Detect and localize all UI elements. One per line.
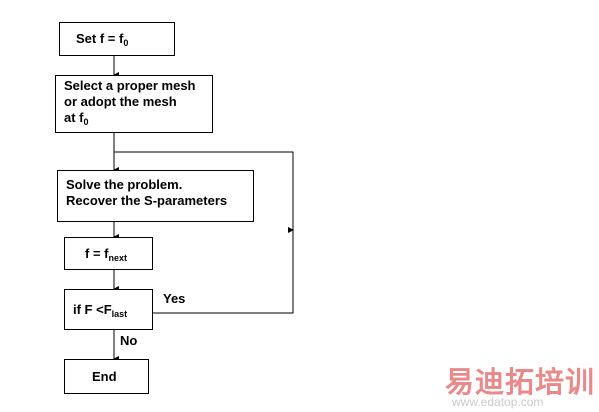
solve-line1: Solve the problem. (66, 177, 183, 192)
if-f-node: if F <Flast (64, 289, 153, 330)
set-f-text: Set f = f (76, 31, 124, 46)
select-mesh-line3-sub: 0 (83, 117, 89, 127)
watermark-chinese: 易迪拓培训 (445, 365, 596, 399)
select-mesh-line2: or adopt the mesh (64, 94, 177, 109)
end-node: End (64, 359, 149, 394)
yes-loop-line (153, 227, 294, 314)
end-text: End (92, 369, 117, 384)
f-next-sub: next (108, 253, 127, 263)
f-next-node: f = fnext (64, 237, 153, 270)
solve-node: Solve the problem. Recover the S-paramet… (57, 170, 254, 222)
set-f-node: Set f = f0 (59, 22, 175, 56)
watermark-url: www.edatop.com (452, 395, 544, 409)
select-mesh-line3: at f (64, 110, 84, 125)
select-mesh-line1: Select a proper mesh (64, 78, 196, 93)
yes-loop-return (114, 151, 294, 231)
solve-line2: Recover the S-parameters (66, 193, 228, 208)
if-f-sub: last (111, 309, 128, 319)
yes-label: Yes (163, 291, 186, 306)
no-label: No (120, 333, 138, 348)
f-next-text: f = f (85, 246, 109, 261)
set-f-sub: 0 (123, 38, 129, 48)
if-f-text: if F <F (73, 302, 112, 317)
select-mesh-node: Select a proper mesh or adopt the mesh a… (55, 75, 213, 133)
